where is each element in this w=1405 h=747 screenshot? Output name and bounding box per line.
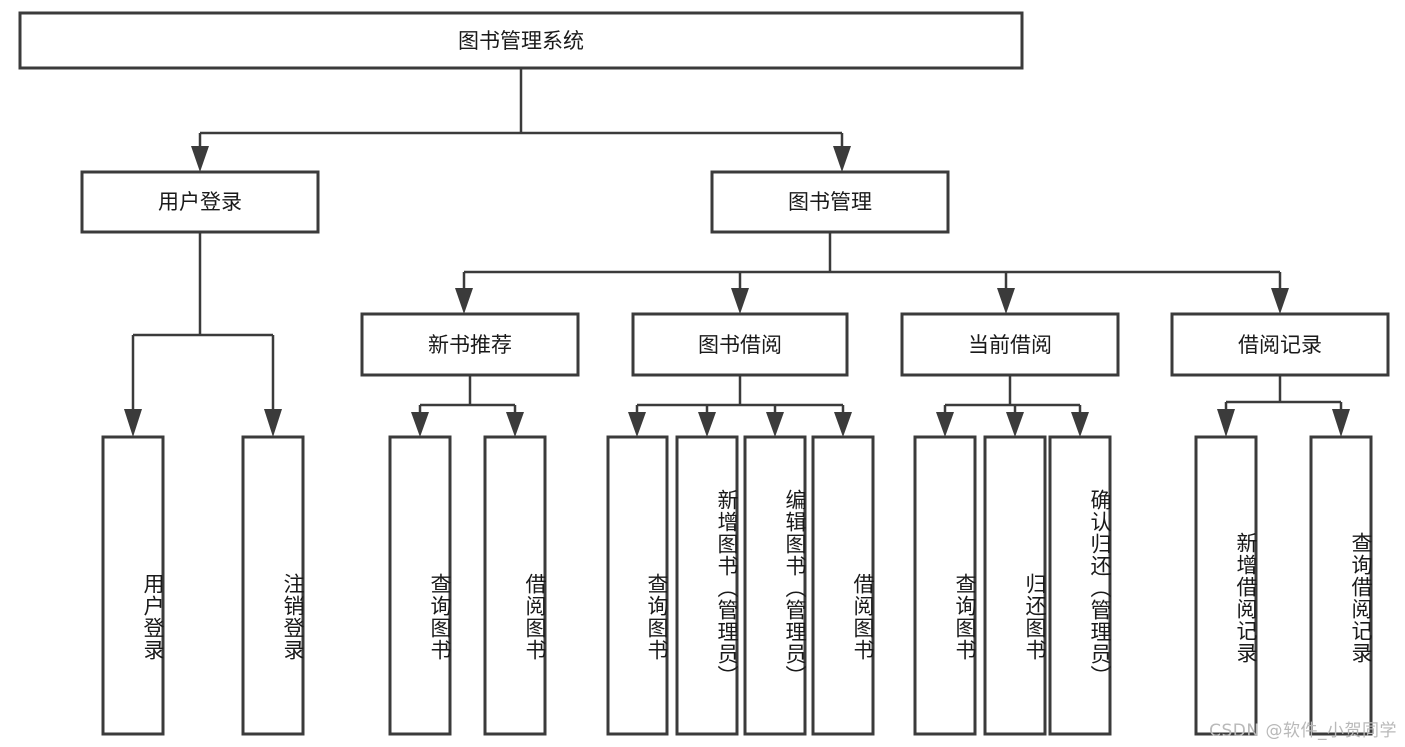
arrow-head-icon: [936, 412, 954, 437]
level1-label-1: 图书管理: [788, 190, 872, 214]
root-box[interactable]: [18, 11, 1024, 70]
leaf-box-4[interactable]: [606, 435, 669, 736]
arrow-head-icon: [1332, 409, 1350, 437]
level2-label-0: 新书推荐: [428, 333, 512, 357]
level1-box-0[interactable]: [80, 170, 320, 234]
node-user-login[interactable]: 用户登录: [80, 170, 320, 234]
csdn-watermark: CSDN @软件_小贺同学: [1209, 721, 1397, 741]
leaf-box-1[interactable]: [241, 435, 305, 736]
level2-box-0[interactable]: [360, 312, 580, 377]
arrow-head-icon: [997, 288, 1015, 314]
connector-borrowrecord-to-leaves: [1217, 375, 1350, 437]
level2-label-1: 图书借阅: [698, 333, 782, 357]
leaf-box-6[interactable]: [743, 435, 807, 736]
arrow-head-icon: [124, 409, 142, 437]
arrow-head-icon: [411, 412, 429, 437]
arrow-head-icon: [1217, 409, 1235, 437]
arrow-head-icon: [731, 288, 749, 314]
node-current-borrow[interactable]: 当前借阅: [900, 312, 1120, 377]
arrow-head-icon: [506, 412, 524, 437]
arrow-head-icon: [834, 412, 852, 437]
connector-root-to-level1: [191, 68, 851, 172]
leaf-boxes: [101, 435, 1373, 736]
leaf-box-8[interactable]: [913, 435, 977, 736]
node-borrow-records[interactable]: 借阅记录: [1170, 312, 1390, 377]
leaf-box-2[interactable]: [388, 435, 452, 736]
arrow-head-icon: [1071, 412, 1089, 437]
connector-userlogin-to-leaves: [124, 232, 282, 437]
root-label: 图书管理系统: [458, 29, 584, 53]
leaf-box-12[interactable]: [1309, 435, 1373, 736]
node-book-borrow[interactable]: 图书借阅: [631, 312, 849, 377]
leaf-box-11[interactable]: [1194, 435, 1258, 736]
node-new-book-recommend[interactable]: 新书推荐: [360, 312, 580, 377]
leaf-box-7[interactable]: [811, 435, 875, 736]
arrow-head-icon: [264, 409, 282, 437]
level1-label-0: 用户登录: [158, 190, 242, 214]
arrow-head-icon: [833, 146, 851, 172]
leaf-box-5[interactable]: [675, 435, 739, 736]
arrow-head-icon: [766, 412, 784, 437]
level2-box-2[interactable]: [900, 312, 1120, 377]
connector-bookmgmt-to-level2: [455, 232, 1289, 314]
arrow-head-icon: [628, 412, 646, 437]
leaf-box-0[interactable]: [101, 435, 165, 736]
level2-label-2: 当前借阅: [968, 333, 1052, 357]
leaf-box-9[interactable]: [983, 435, 1047, 736]
arrow-head-icon: [698, 412, 716, 437]
leaf-box-3[interactable]: [483, 435, 547, 736]
arrow-head-icon: [1006, 412, 1024, 437]
arrow-head-icon: [455, 288, 473, 314]
node-root[interactable]: 图书管理系统: [18, 11, 1024, 70]
level2-label-3: 借阅记录: [1238, 333, 1322, 357]
node-book-management[interactable]: 图书管理: [710, 170, 950, 234]
connector-currentborrow-to-leaves: [936, 375, 1089, 437]
leaf-box-10[interactable]: [1048, 435, 1112, 736]
arrow-head-icon: [191, 146, 209, 172]
connector-newbook-to-leaves: [411, 375, 524, 437]
arrow-head-icon: [1271, 288, 1289, 314]
connector-bookborrow-to-leaves: [628, 375, 852, 437]
